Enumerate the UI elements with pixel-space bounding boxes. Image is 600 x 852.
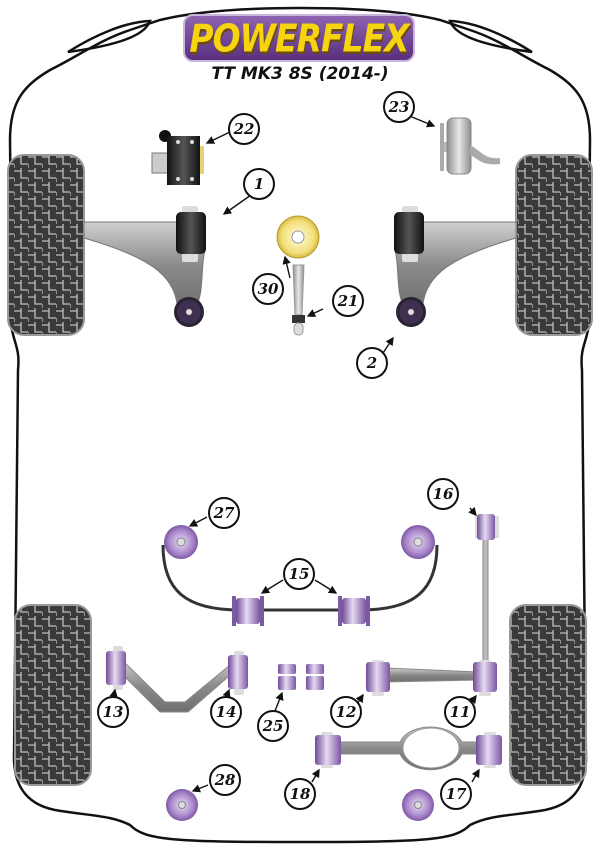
- front-right-wishbone: [394, 206, 517, 327]
- anti-roll-bar: [161, 544, 439, 612]
- rear-arm-13-14: [106, 646, 248, 713]
- rear-lower-arm-18-17: [315, 726, 502, 771]
- callout-15[interactable]: 15: [283, 558, 315, 590]
- callout-30[interactable]: 30: [252, 273, 284, 305]
- rear-arm-12-11: [366, 660, 497, 696]
- callout-25[interactable]: 25: [257, 710, 289, 742]
- callout-28[interactable]: 28: [209, 764, 241, 796]
- bush-21: [292, 264, 305, 336]
- tyre-rear-left: [14, 604, 92, 786]
- callout-17[interactable]: 17: [440, 778, 472, 810]
- brand-name: POWERFLEX: [189, 15, 409, 61]
- tyre-front-left: [7, 154, 85, 336]
- callout-27[interactable]: 27: [208, 497, 240, 529]
- front-left-wishbone: [83, 206, 206, 327]
- engine-mount-22: [151, 130, 204, 185]
- callout-12[interactable]: 12: [330, 696, 362, 728]
- callout-11[interactable]: 11: [444, 696, 476, 728]
- drop-link-16: [475, 514, 499, 671]
- callout-18[interactable]: 18: [284, 778, 316, 810]
- bush-27-left: [164, 525, 198, 559]
- gearbox-mount-23: [440, 117, 500, 175]
- tyre-rear-right: [509, 604, 587, 786]
- model-title: TT MK3 8S (2014-): [211, 64, 389, 84]
- callout-16[interactable]: 16: [427, 478, 459, 510]
- car-body-outline: [8, 6, 592, 844]
- callout-13[interactable]: 13: [97, 696, 129, 728]
- bush-27-right: [401, 525, 435, 559]
- callout-1[interactable]: 1: [243, 168, 275, 200]
- callout-14[interactable]: 14: [210, 696, 242, 728]
- callout-2[interactable]: 2: [356, 347, 388, 379]
- callout-21[interactable]: 21: [332, 285, 364, 317]
- bush-28-left: [166, 789, 198, 821]
- arb-bush-left: [232, 596, 264, 626]
- mirror-left: [67, 19, 152, 54]
- washer-30: [276, 215, 320, 259]
- bush-25: [278, 664, 324, 690]
- tyre-front-right: [515, 154, 593, 336]
- callout-22[interactable]: 22: [228, 113, 260, 145]
- bush-28-right: [402, 789, 434, 821]
- arb-bush-right: [338, 596, 370, 626]
- mirror-right: [448, 19, 533, 54]
- callout-23[interactable]: 23: [383, 91, 415, 123]
- powerflex-logo: POWERFLEX: [183, 14, 415, 62]
